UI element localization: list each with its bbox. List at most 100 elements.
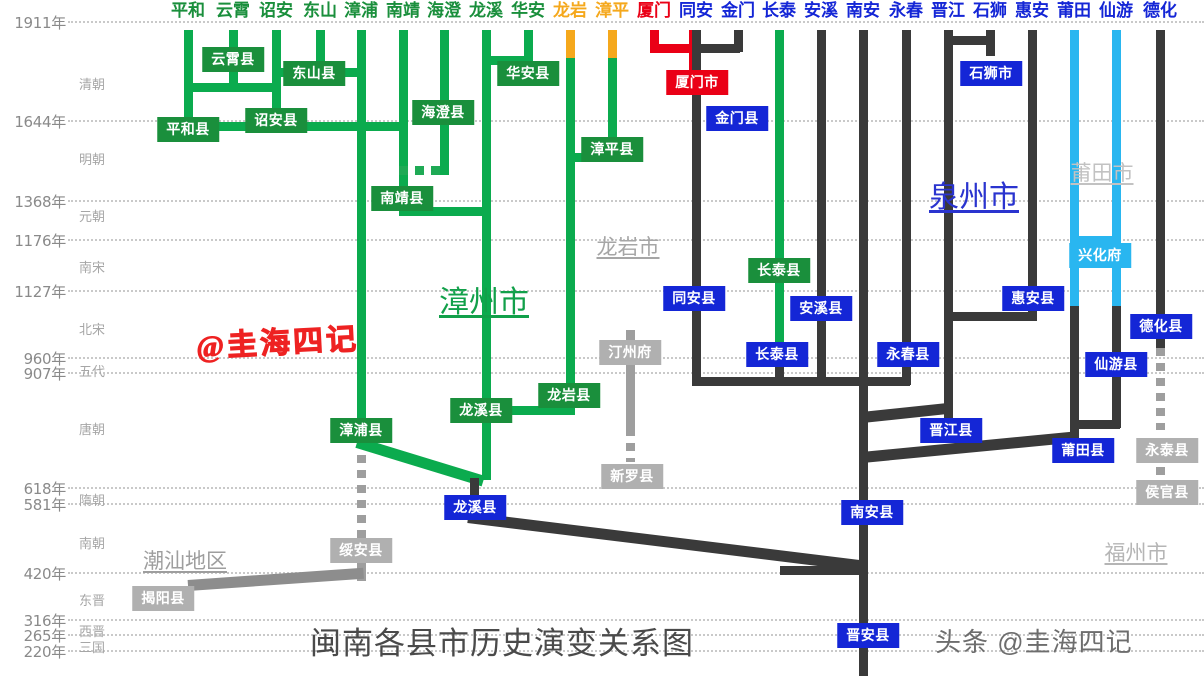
node-晋安县[interactable]: 晋安县: [837, 623, 899, 648]
dynasty-label: 明朝: [78, 152, 105, 167]
gridline-220年: [68, 650, 1204, 652]
node-漳浦县[interactable]: 漳浦县: [330, 418, 392, 443]
node-东山县[interactable]: 东山县: [283, 61, 345, 86]
dynasty-label: 元朝: [78, 209, 105, 224]
node-龙溪县[interactable]: 龙溪县: [444, 495, 506, 520]
node-金门县[interactable]: 金门县: [706, 106, 768, 131]
node-汀州府[interactable]: 汀州府: [599, 340, 661, 365]
stroke-quanzhou-upper-join: [775, 377, 910, 386]
stroke-pinghe: [184, 30, 193, 122]
stroke-zhangpu-to-longxi: [355, 437, 485, 487]
node-安溪县[interactable]: 安溪县: [790, 296, 852, 321]
node-厦门市[interactable]: 厦门市: [666, 70, 728, 95]
stroke-jinan: [859, 560, 868, 676]
column-header-南安[interactable]: 南安: [846, 1, 880, 20]
node-南靖县[interactable]: 南靖县: [371, 186, 433, 211]
node-南安县[interactable]: 南安县: [841, 500, 903, 525]
column-header-长泰[interactable]: 长泰: [762, 1, 796, 20]
dynasty-label: 清朝: [78, 77, 105, 92]
node-永泰县[interactable]: 永泰县: [1136, 438, 1198, 463]
node-新罗县[interactable]: 新罗县: [601, 464, 663, 489]
column-header-永春[interactable]: 永春: [889, 1, 923, 20]
column-header-龙岩[interactable]: 龙岩: [553, 1, 587, 20]
region-label-泉州市: 泉州市: [929, 181, 1019, 214]
gridline-1127年: [68, 290, 1204, 292]
stroke-nanan-low-join: [780, 566, 864, 575]
node-莆田县[interactable]: 莆田县: [1052, 438, 1114, 463]
node-惠安县[interactable]: 惠安县: [1002, 286, 1064, 311]
node-永春县[interactable]: 永春县: [877, 342, 939, 367]
author-watermark: @圭海四记: [195, 322, 360, 365]
node-云霄县[interactable]: 云霄县: [202, 47, 264, 72]
column-header-厦门[interactable]: 厦门: [637, 1, 671, 20]
column-header-漳平[interactable]: 漳平: [595, 1, 629, 20]
node-侯官县[interactable]: 侯官县: [1136, 480, 1198, 505]
node-平和县[interactable]: 平和县: [157, 117, 219, 142]
node-兴化府[interactable]: 兴化府: [1069, 243, 1131, 268]
column-header-龙溪[interactable]: 龙溪: [469, 1, 503, 20]
stroke-xiamen-red-bar: [650, 44, 698, 53]
node-晋江县[interactable]: 晋江县: [920, 418, 982, 443]
stroke-changtai-green: [775, 30, 784, 352]
stroke-nanjing-haicheng-dashed: [399, 166, 445, 175]
node-长泰县[interactable]: 长泰县: [748, 258, 810, 283]
year-label: 1368年: [14, 193, 66, 211]
year-label: 618年: [23, 480, 67, 498]
year-label: 420年: [23, 565, 67, 583]
node-仙游县[interactable]: 仙游县: [1085, 352, 1147, 377]
column-header-安溪[interactable]: 安溪: [804, 1, 838, 20]
column-header-仙游[interactable]: 仙游: [1099, 1, 1133, 20]
column-header-云霄[interactable]: 云霄: [216, 1, 250, 20]
node-德化县[interactable]: 德化县: [1130, 314, 1192, 339]
stroke-xianyou-cyan: [1112, 30, 1121, 308]
region-label-潮汕地区: 潮汕地区: [143, 550, 227, 573]
column-header-漳浦[interactable]: 漳浦: [344, 1, 378, 20]
column-header-金门[interactable]: 金门: [721, 1, 755, 20]
node-石狮市[interactable]: 石狮市: [960, 61, 1022, 86]
node-龙溪县[interactable]: 龙溪县: [450, 398, 512, 423]
column-header-莆田[interactable]: 莆田: [1057, 1, 1091, 20]
node-揭阳县[interactable]: 揭阳县: [132, 586, 194, 611]
node-龙岩县[interactable]: 龙岩县: [538, 383, 600, 408]
column-header-石狮[interactable]: 石狮: [973, 1, 1007, 20]
column-header-南靖[interactable]: 南靖: [386, 1, 420, 20]
gridline-581年: [68, 503, 1204, 505]
column-header-诏安[interactable]: 诏安: [259, 1, 293, 20]
dynasty-label: 西晋: [78, 624, 105, 639]
gridline-420年: [68, 572, 1204, 574]
node-华安县[interactable]: 华安县: [497, 61, 559, 86]
column-header-东山[interactable]: 东山: [303, 1, 337, 20]
gridline-316年: [68, 619, 1204, 621]
stroke-nanjing: [399, 30, 408, 216]
stroke-nanjing-join: [399, 207, 489, 216]
stroke-yunxiao-join: [184, 83, 278, 92]
node-海澄县[interactable]: 海澄县: [412, 100, 474, 125]
column-header-同安[interactable]: 同安: [679, 1, 713, 20]
dynasty-label: 南朝: [78, 536, 105, 551]
column-header-惠安[interactable]: 惠安: [1015, 1, 1049, 20]
dynasty-label: 五代: [78, 364, 105, 379]
year-label: 1127年: [14, 283, 66, 301]
dynasty-label: 东晋: [78, 593, 105, 608]
stroke-zhangpu: [357, 30, 366, 442]
year-label: 581年: [23, 496, 67, 514]
node-绥安县[interactable]: 绥安县: [330, 538, 392, 563]
gridline-907年: [68, 372, 1204, 374]
stroke-huaan-join: [482, 56, 528, 65]
node-诏安县[interactable]: 诏安县: [245, 108, 307, 133]
column-header-德化[interactable]: 德化: [1143, 1, 1177, 20]
column-header-平和[interactable]: 平和: [171, 1, 205, 20]
node-同安县[interactable]: 同安县: [663, 286, 725, 311]
column-header-海澄[interactable]: 海澄: [427, 1, 461, 20]
column-header-华安[interactable]: 华安: [511, 1, 545, 20]
stroke-longxi-to-jinan: [467, 512, 866, 572]
credit-text: 头条 @圭海四记: [935, 627, 1133, 657]
node-长泰县[interactable]: 长泰县: [746, 342, 808, 367]
year-label: 960年: [23, 350, 67, 368]
stroke-anxi: [817, 30, 826, 380]
stroke-xinghua-bar: [1070, 236, 1120, 245]
node-漳平县[interactable]: 漳平县: [581, 137, 643, 162]
dynasty-label: 三国: [78, 640, 105, 655]
year-label: 316年: [23, 612, 67, 630]
column-header-晋江[interactable]: 晋江: [931, 1, 965, 20]
